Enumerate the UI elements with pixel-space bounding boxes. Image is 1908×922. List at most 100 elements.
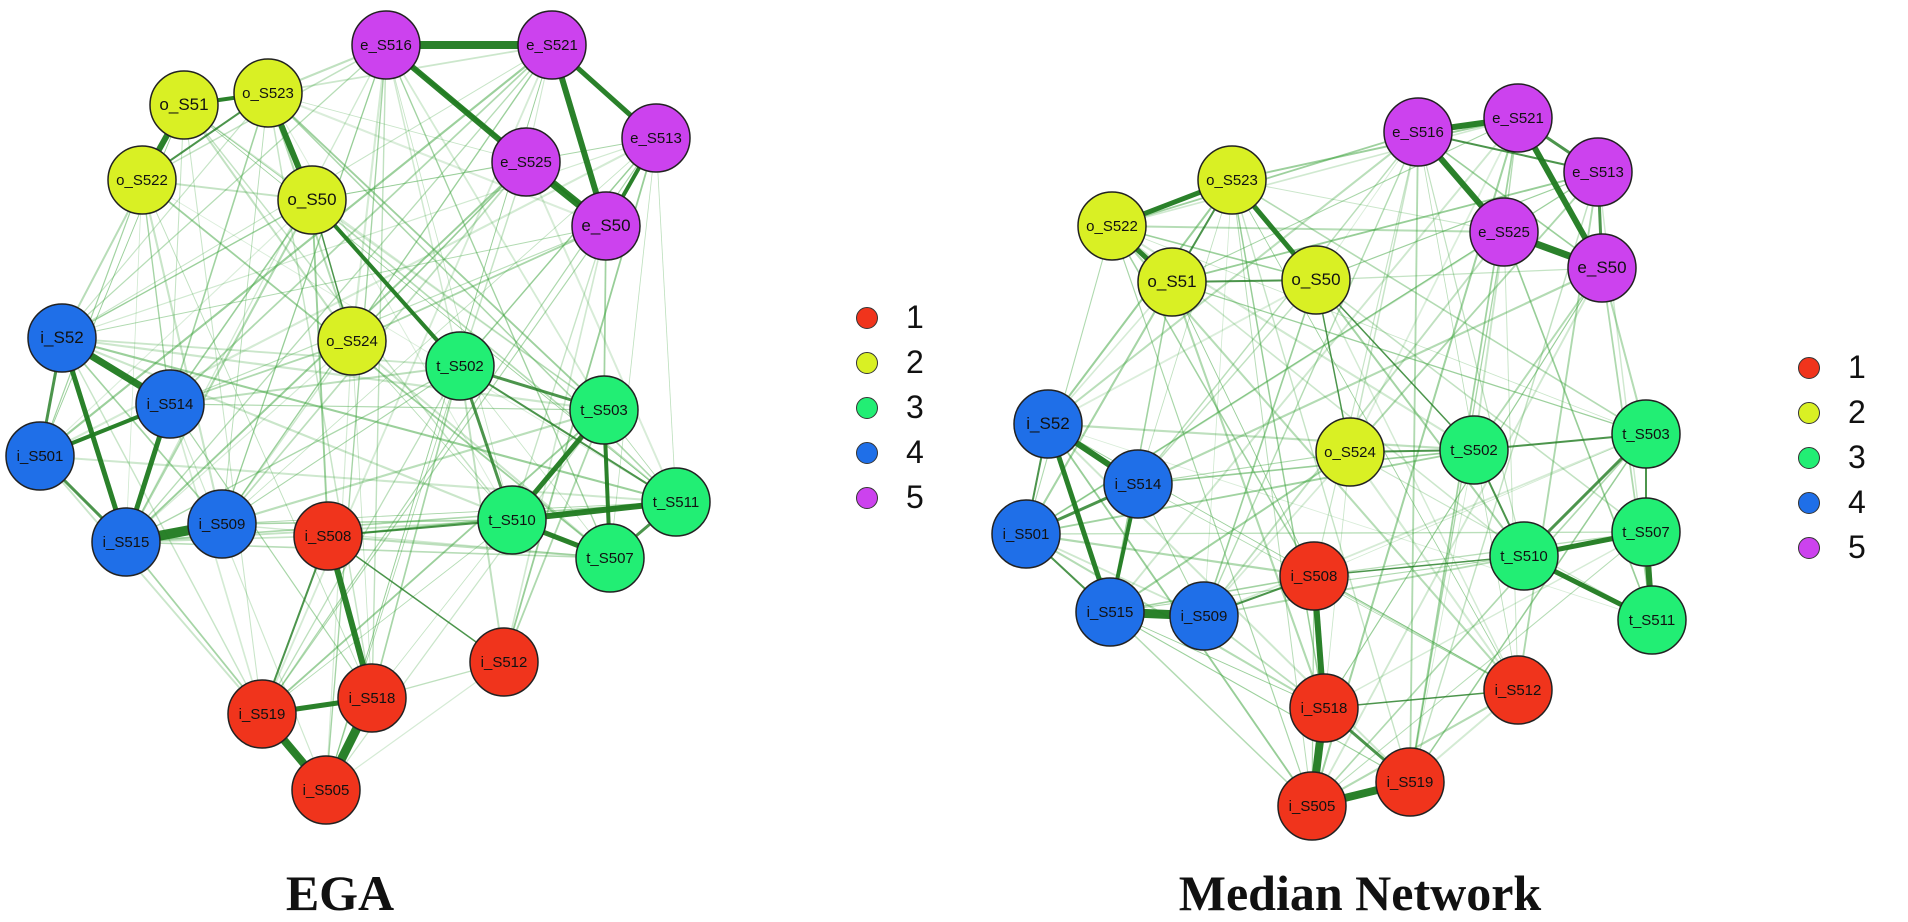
edge-e_S50-i_S514 (169, 225, 607, 405)
edge-o_S523-t_S503 (1231, 179, 1647, 435)
nodes: e_S516e_S521e_S513e_S525e_S50o_S523o_S52… (991, 83, 1687, 841)
node-i_S518: i_S518 (1289, 673, 1359, 743)
node-circle (1483, 655, 1553, 725)
node-o_S524: o_S524 (1315, 417, 1385, 487)
node-o_S51: o_S51 (149, 70, 219, 140)
node-circle (1617, 585, 1687, 655)
edge-e_S516-t_S503 (385, 44, 605, 411)
edge-i_S515-i_S505 (1109, 611, 1313, 807)
legend-item-2: 2 (856, 340, 924, 385)
node-circle (135, 369, 205, 439)
edge-o_S51-i_S501 (1025, 281, 1173, 535)
edge-o_S522-t_S503 (1111, 225, 1647, 435)
edge-i_S508-i_S512 (1313, 575, 1519, 691)
edge-e_S525-o_S50 (311, 161, 527, 201)
edge-t_S503-i_S509 (221, 408, 605, 526)
edge-e_S50-i_S52 (61, 225, 607, 339)
edge-i_S512-i_S505 (325, 661, 505, 791)
node-t_S503: t_S503 (1611, 399, 1681, 469)
edge-o_S51-i_S518 (1171, 281, 1325, 709)
node-circle (227, 679, 297, 749)
node-i_S512: i_S512 (469, 627, 539, 697)
node-label: i_S52 (1026, 414, 1069, 433)
node-label: i_S505 (1289, 798, 1336, 815)
edge-e_S516-i_S515 (125, 44, 387, 543)
edge-e_S521-o_S522 (1111, 117, 1519, 227)
edge-i_S508-t_S510 (1313, 555, 1525, 577)
node-circle (1489, 521, 1559, 591)
edge-e_S50-i_S514 (1137, 267, 1603, 485)
edge-e_S516-t_S502 (385, 44, 461, 367)
edge-i_S52-i_S509 (61, 337, 223, 525)
edge-i_S52-i_S515 (59, 337, 129, 543)
edge-e_S516-i_S509 (221, 44, 387, 525)
node-o_S51: o_S51 (1137, 247, 1207, 317)
edge-t_S507-i_S508 (327, 534, 611, 560)
edge-i_S515-i_S518 (1109, 611, 1325, 709)
edge-e_S513-o_S524 (1349, 171, 1599, 453)
node-label: t_S511 (1629, 612, 1675, 629)
edge-o_S523-i_S514 (169, 92, 269, 405)
node-circle (1611, 497, 1681, 567)
legend-item-4: 4 (856, 430, 924, 475)
edge-t_S503-i_S519 (1409, 433, 1647, 783)
node-i_S501: i_S501 (991, 499, 1061, 569)
node-i_S514: i_S514 (135, 369, 205, 439)
node-label: i_S515 (103, 534, 150, 551)
node-label: e_S516 (360, 37, 412, 54)
edge-o_S523-t_S503 (267, 92, 605, 411)
node-i_S515: i_S515 (1075, 577, 1145, 647)
node-circle (571, 191, 641, 261)
node-e_S516: e_S516 (1383, 97, 1453, 167)
edge-e_S50-i_S512 (503, 225, 607, 663)
edge-e_S521-o_S523 (1231, 117, 1519, 181)
node-o_S523: o_S523 (233, 58, 303, 128)
edge-e_S50-i_S505 (1311, 267, 1603, 807)
node-label: e_S513 (630, 130, 682, 147)
node-circle (1137, 247, 1207, 317)
edge-e_S525-i_S512 (1503, 231, 1519, 691)
legend-label-2: 2 (1848, 394, 1866, 430)
node-circle (1169, 581, 1239, 651)
edge-e_S513-o_S51 (1171, 171, 1599, 283)
edge-e_S50-i_S518 (1323, 267, 1603, 709)
edge-t_S502-i_S52 (1047, 422, 1475, 452)
node-circle (1375, 747, 1445, 817)
edge-t_S510-i_S509 (221, 519, 513, 525)
edge-o_S524-i_S512 (1349, 451, 1519, 691)
edge-o_S524-i_S514 (1137, 451, 1351, 485)
edge-o_S522-i_S501 (39, 179, 143, 457)
node-i_S508: i_S508 (1279, 541, 1349, 611)
node-i_S505: i_S505 (291, 755, 361, 825)
node-i_S509: i_S509 (187, 489, 257, 559)
edge-i_S52-i_S519 (61, 337, 263, 715)
edge-i_S501-i_S519 (39, 455, 263, 715)
edge-o_S523-t_S510 (267, 92, 513, 521)
node-circle (27, 303, 97, 373)
edge-t_S502-i_S509 (221, 365, 461, 525)
legend-label-3: 3 (1848, 439, 1866, 475)
edge-i_S514-i_S519 (169, 403, 263, 715)
node-circle (425, 331, 495, 401)
node-label: o_S524 (326, 333, 378, 350)
edge-o_S524-i_S509 (1203, 451, 1351, 617)
node-i_S519: i_S519 (1375, 747, 1445, 817)
node-circle (149, 70, 219, 140)
node-label: o_S522 (1086, 218, 1138, 235)
node-label: t_S502 (436, 358, 484, 375)
edge-e_S525-o_S523 (1231, 179, 1505, 233)
node-label: i_S508 (305, 528, 352, 545)
edge-e_S516-i_S512 (1417, 131, 1519, 691)
node-label: i_S519 (239, 706, 286, 723)
legend-dot-4 (856, 441, 878, 464)
median-panel-title: Median Network (1178, 865, 1542, 921)
node-label: i_S514 (1115, 476, 1162, 493)
node-label: t_S507 (586, 550, 634, 567)
edge-o_S522-t_S511 (141, 179, 677, 503)
node-circle (569, 375, 639, 445)
node-label: e_S50 (1577, 258, 1626, 277)
edge-t_S507-i_S509 (221, 523, 611, 559)
node-circle (1077, 191, 1147, 261)
node-i_S52: i_S52 (27, 303, 97, 373)
